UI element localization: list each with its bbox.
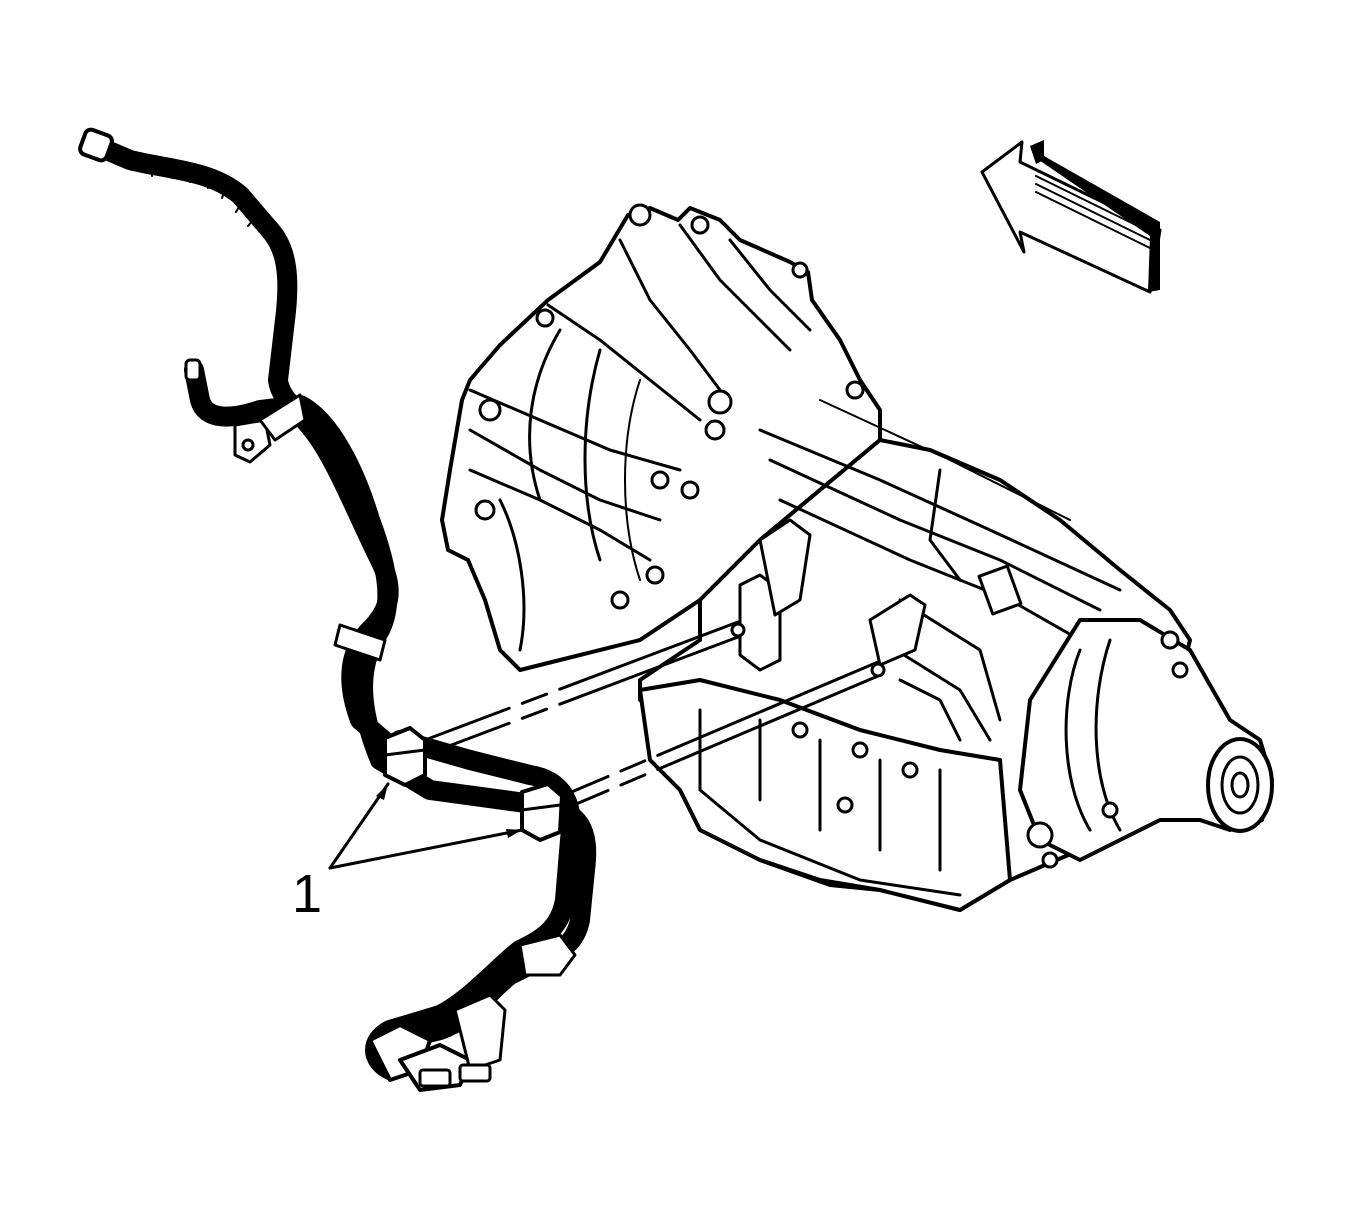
- cooler-line-clip-lower: [520, 782, 564, 842]
- cooler-line-clip-upper: [383, 726, 427, 787]
- cooler-line-clips: [383, 726, 564, 842]
- callout-1-label: 1: [292, 864, 322, 924]
- transmission-cooler-lines: [78, 127, 597, 1092]
- cooler-line-bracket: [738, 573, 782, 672]
- transmission-assembly: [440, 203, 1274, 912]
- installation-guide-lines: [423, 620, 880, 812]
- callout-1: 1: [292, 782, 524, 924]
- front-direction-arrow-icon: [980, 140, 1162, 294]
